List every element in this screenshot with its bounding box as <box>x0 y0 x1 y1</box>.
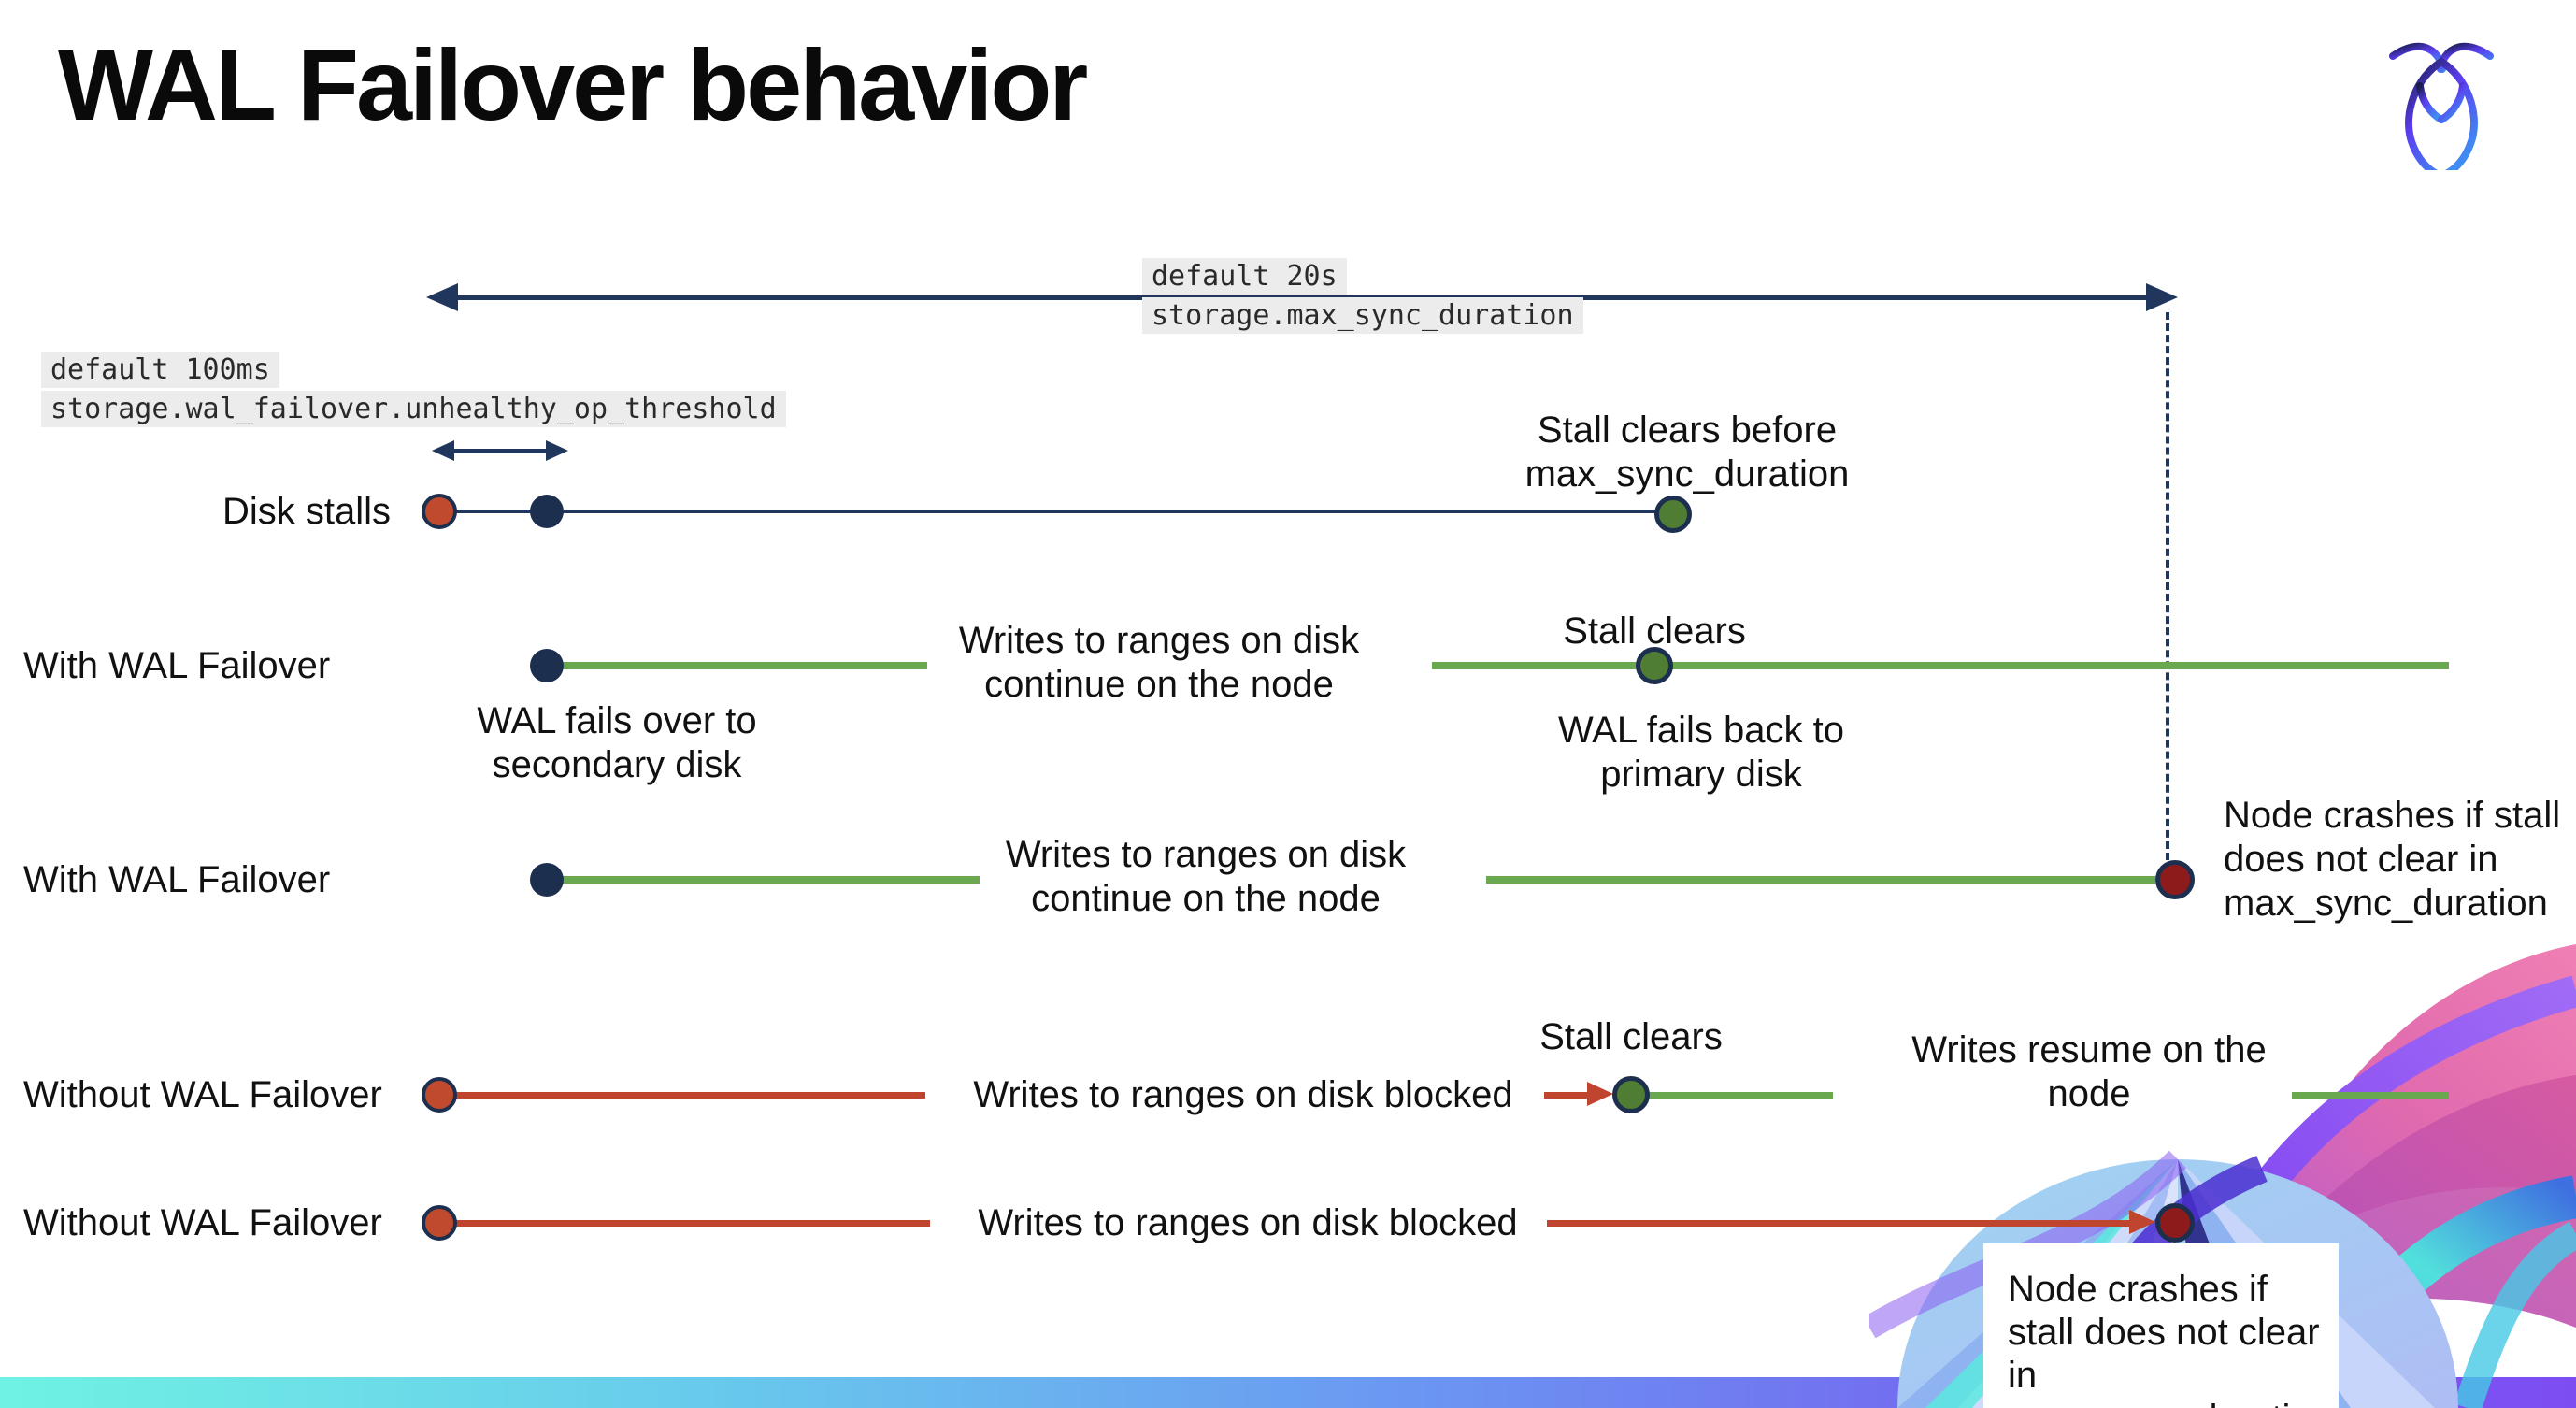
page-title: WAL Failover behavior <box>58 28 1088 141</box>
row-label-with-wal-failover-2: With WAL Failover <box>23 859 331 900</box>
node-crashes-annotation-2: Node crashes if stall does not clear in … <box>2008 1269 2332 1408</box>
node-crash-dot <box>2155 860 2195 899</box>
row-label-without-wal-failover-2: Without WAL Failover <box>23 1202 382 1243</box>
writes-resume-line <box>1646 1092 1833 1099</box>
writes-resume-annotation: Writes resume on the node <box>1911 1029 2267 1114</box>
arrow-left-head-icon <box>426 283 458 311</box>
writes-resume-line-2 <box>2292 1092 2449 1099</box>
disk-stall-timeline-line <box>439 510 1673 513</box>
failover-dot <box>530 649 564 682</box>
node-crashes-callout-box: Node crashes if stall does not clear in … <box>1983 1243 2339 1408</box>
threshold-arrow-line <box>451 449 550 453</box>
writes-blocked-annotation-2: Writes to ranges on disk blocked <box>978 1202 1518 1243</box>
unhealthy-op-setting-name: storage.wal_failover.unhealthy_op_thresh… <box>41 391 786 427</box>
stall-clears-before-annotation: Stall clears before max_sync_duration <box>1524 409 1850 495</box>
failover-dot-2 <box>530 863 564 897</box>
fails-back-annotation: WAL fails back to primary disk <box>1557 710 1845 795</box>
stall-clears-dot <box>1654 496 1692 533</box>
max-sync-deadline-dashed-line <box>2166 312 2169 860</box>
stall-start-dot <box>422 494 457 529</box>
stall-clears-annotation-2: Stall clears <box>1539 1016 1723 1057</box>
max-sync-setting-name: storage.max_sync_duration <box>1142 297 1583 334</box>
writes-blocked-line-3 <box>447 1220 930 1227</box>
row-label-with-wal-failover-1: With WAL Failover <box>23 645 331 686</box>
node-crashes-annotation: Node crashes if stall does not clear in … <box>2224 795 2561 924</box>
arrow-right-head-icon <box>2146 283 2178 311</box>
max-sync-duration-callout: default 20s storage.max_sync_duration <box>1142 258 1583 337</box>
writes-blocked-line-2 <box>1544 1092 1589 1099</box>
max-sync-default-label: default 20s <box>1142 258 1347 295</box>
stall-start-dot-2 <box>422 1077 457 1113</box>
row-label-disk-stalls: Disk stalls <box>222 491 391 532</box>
fails-over-annotation: WAL fails over to secondary disk <box>477 700 757 785</box>
writes-continue-line-3 <box>557 876 980 884</box>
row-label-without-wal-failover-1: Without WAL Failover <box>23 1074 382 1115</box>
stall-clears-dot-2 <box>1636 647 1673 684</box>
writes-continue-annotation-2: Writes to ranges on disk continue on the… <box>1005 834 1407 919</box>
stall-clears-annotation: Stall clears <box>1563 611 1746 652</box>
threshold-arrow-left-head-icon <box>432 440 454 461</box>
unhealthy-op-default-label: default 100ms <box>41 352 279 388</box>
writes-continue-line-2 <box>1432 662 2449 669</box>
threshold-arrow-right-head-icon <box>546 440 568 461</box>
blocked-arrow-head-icon-2 <box>2129 1210 2155 1234</box>
threshold-dot <box>530 495 564 528</box>
writes-continue-annotation: Writes to ranges on disk continue on the… <box>958 620 1360 705</box>
node-crash-dot-2 <box>2155 1203 2195 1243</box>
writes-blocked-line <box>447 1092 925 1099</box>
writes-blocked-annotation: Writes to ranges on disk blocked <box>973 1074 1513 1115</box>
writes-blocked-line-4 <box>1547 1220 2131 1227</box>
stall-clears-dot-3 <box>1612 1076 1650 1113</box>
unhealthy-op-threshold-callout: default 100ms storage.wal_failover.unhea… <box>41 352 786 430</box>
writes-continue-line <box>557 662 927 669</box>
blocked-arrow-head-icon <box>1587 1082 1613 1106</box>
writes-continue-line-4 <box>1486 876 2155 884</box>
cockroach-logo-icon <box>2389 42 2494 170</box>
stall-start-dot-3 <box>422 1205 457 1241</box>
